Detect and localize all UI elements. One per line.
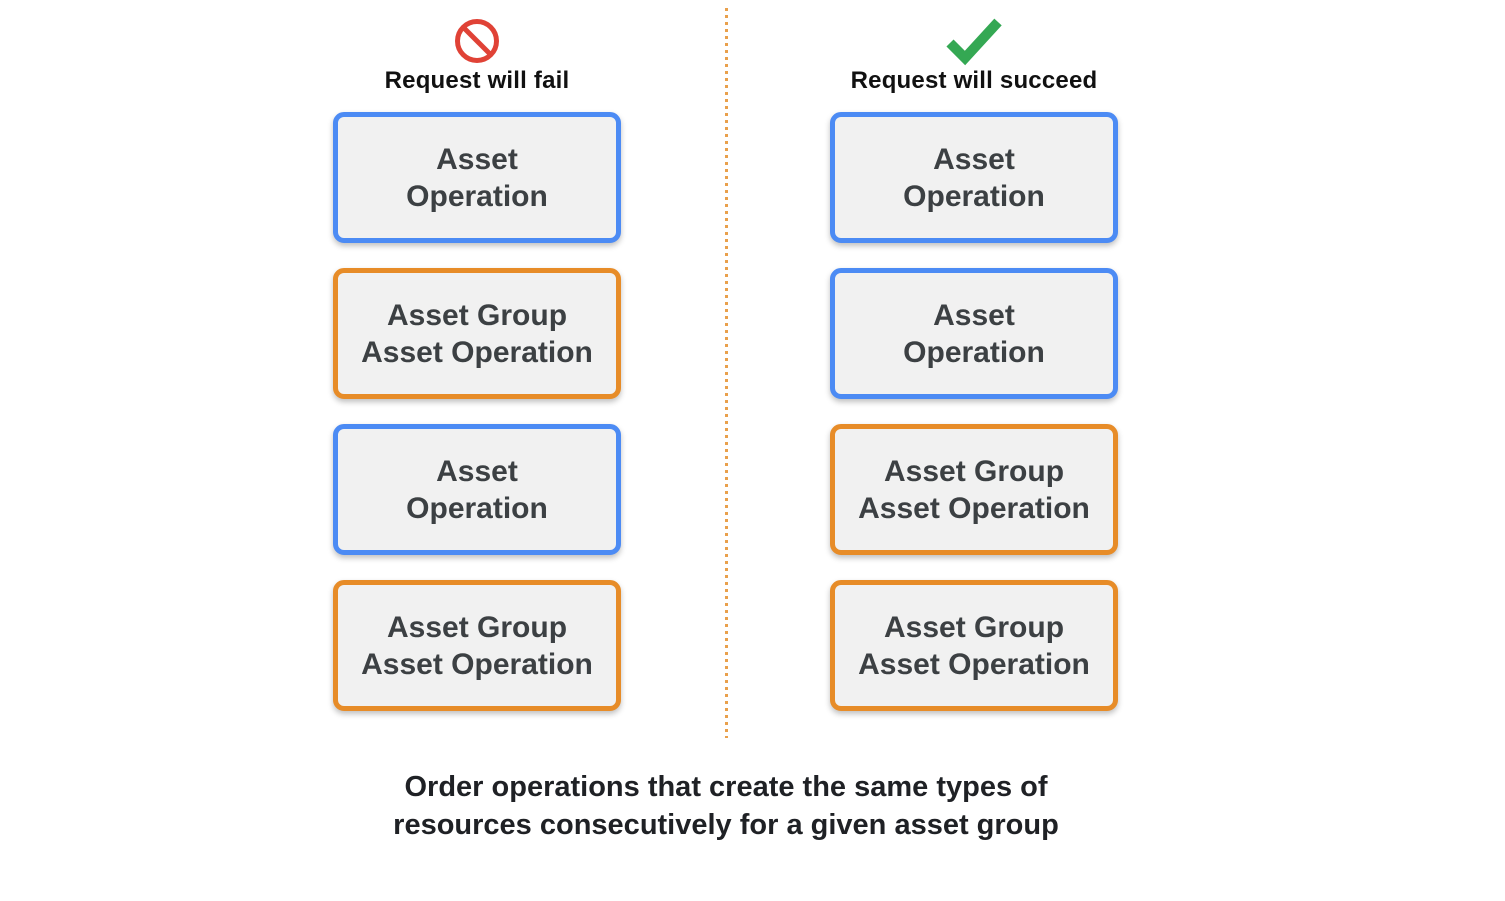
box-label-line: Asset <box>436 142 518 176</box>
box-label-line: Operation <box>903 179 1045 213</box>
box-label-line: Asset Operation <box>858 647 1090 681</box>
box-label-line: Asset Group <box>386 298 568 332</box>
box-label-line: Operation <box>406 179 548 213</box>
asset-operation-box: Asset Operation <box>830 268 1118 399</box>
asset-group-asset-operation-box: Asset Group Asset Operation <box>830 580 1118 711</box>
prohibition-icon <box>333 16 621 66</box>
box-label-line: Asset <box>933 142 1015 176</box>
box-label-line: Asset Operation <box>858 491 1090 525</box>
box-label-line: Operation <box>406 491 548 525</box>
box-label-line: Asset <box>436 454 518 488</box>
fail-column-title: Request will fail <box>384 67 570 94</box>
box-label-line: Asset Group <box>883 454 1065 488</box>
box-label-line: Asset Operation <box>361 647 593 681</box>
dotted-divider <box>725 8 728 738</box>
asset-group-asset-operation-box: Asset Group Asset Operation <box>333 268 621 399</box>
caption-line-1: Order operations that create the same ty… <box>404 771 1048 803</box>
asset-operation-box: Asset Operation <box>333 112 621 243</box>
box-label-line: Operation <box>903 335 1045 369</box>
asset-operation-box: Asset Operation <box>830 112 1118 243</box>
asset-group-asset-operation-box: Asset Group Asset Operation <box>333 580 621 711</box>
asset-group-asset-operation-box: Asset Group Asset Operation <box>830 424 1118 555</box>
caption-line-2: resources consecutively for a given asse… <box>393 809 1059 841</box>
fail-column: Request will fail Asset Operation Asset … <box>333 0 621 736</box>
box-label-line: Asset Operation <box>361 335 593 369</box>
box-label-line: Asset <box>933 298 1015 332</box>
box-label-line: Asset Group <box>883 610 1065 644</box>
diagram-caption: Order operations that create the same ty… <box>0 768 1452 844</box>
succeed-column-title: Request will succeed <box>850 67 1098 94</box>
succeed-column: Request will succeed Asset Operation Ass… <box>830 0 1118 736</box>
checkmark-icon <box>830 16 1118 66</box>
box-label-line: Asset Group <box>386 610 568 644</box>
asset-operation-box: Asset Operation <box>333 424 621 555</box>
